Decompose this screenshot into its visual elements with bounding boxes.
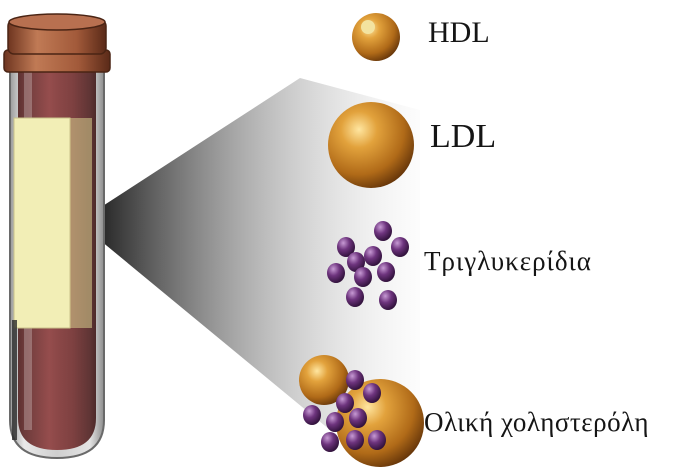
ldl-label: LDL	[430, 118, 497, 155]
total-cholesterol-label: Ολική χοληστερόλη	[424, 407, 650, 437]
tube-label-edge	[70, 118, 92, 328]
triglycerides-cluster-icon	[327, 221, 409, 310]
tube-left-mark	[12, 320, 17, 440]
tube-label	[13, 117, 71, 329]
tube-cap-top	[8, 13, 106, 31]
total-cholesterol-icon	[299, 355, 424, 467]
triglycerides-label: Τριγλυκερίδια	[424, 246, 592, 276]
ldl-particle-icon	[328, 102, 414, 188]
hdl-particle-icon	[352, 13, 400, 61]
test-tube	[3, 13, 111, 460]
hdl-label: HDL	[428, 16, 490, 49]
